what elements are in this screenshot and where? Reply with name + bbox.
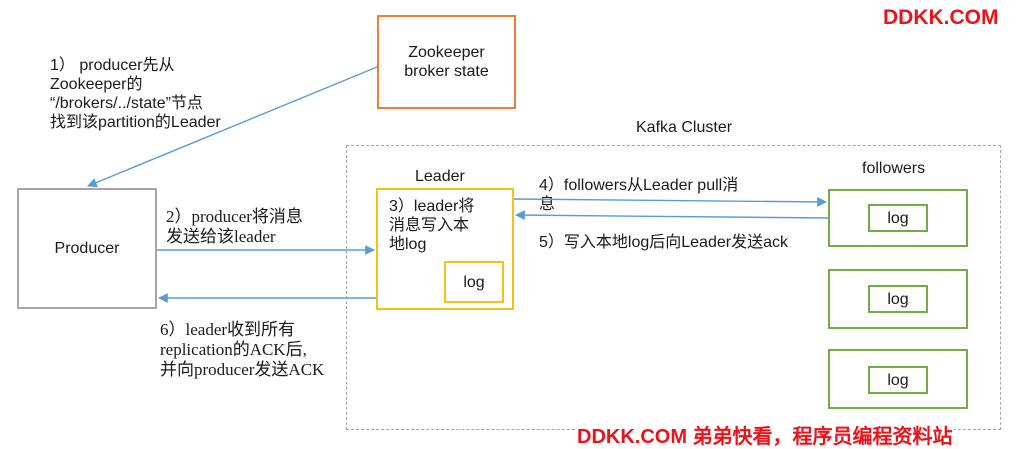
follower-log-box-3: log: [868, 366, 928, 394]
watermark-bottom: DDKK.COM 弟弟快看，程序员编程资料站: [576, 420, 954, 449]
leader-log-label: log: [463, 273, 485, 291]
producer-label: Producer: [54, 240, 120, 257]
step-4-note: 4）followers从Leader pull消 息: [539, 177, 739, 213]
arrow-zookeeper-to-producer: [87, 66, 378, 188]
follower-log-box-1: log: [868, 204, 928, 232]
follower-log-label-1: log: [887, 209, 909, 227]
follower-log-box-2: log: [868, 285, 928, 313]
arrow-follower-to-leader: [515, 210, 829, 220]
producer-box: Producer: [17, 188, 157, 309]
watermark-top: DDKK.COM: [883, 6, 999, 29]
leader-note: 3）leader将 消息写入本 地log: [389, 198, 475, 253]
follower-log-label-3: log: [887, 371, 909, 389]
cluster-label: Kafka Cluster: [636, 119, 733, 136]
leader-log-box: log: [444, 261, 504, 303]
leader-box: [376, 188, 514, 310]
leader-title: Leader: [415, 168, 465, 185]
step-6-note: 6）leader收到所有 replication的ACK后, 并向produce…: [160, 320, 325, 379]
step-5-note: 5）写入本地log后向Leader发送ack: [539, 234, 788, 251]
zookeeper-label: Zookeeper broker state: [404, 44, 489, 80]
follower-box-3: [828, 349, 968, 409]
step-2-note: 2）producer将消息 发送给该leader: [166, 207, 303, 246]
zookeeper-box: Zookeeper broker state: [377, 15, 516, 109]
follower-log-label-2: log: [887, 290, 909, 308]
followers-title: followers: [862, 160, 926, 177]
arrow-leader-to-follower: [513, 197, 827, 207]
step-1-note: 1） producer先从 Zookeeper的 “/brokers/../st…: [50, 57, 221, 131]
follower-box-2: [828, 269, 968, 329]
follower-box-1: [828, 189, 968, 247]
